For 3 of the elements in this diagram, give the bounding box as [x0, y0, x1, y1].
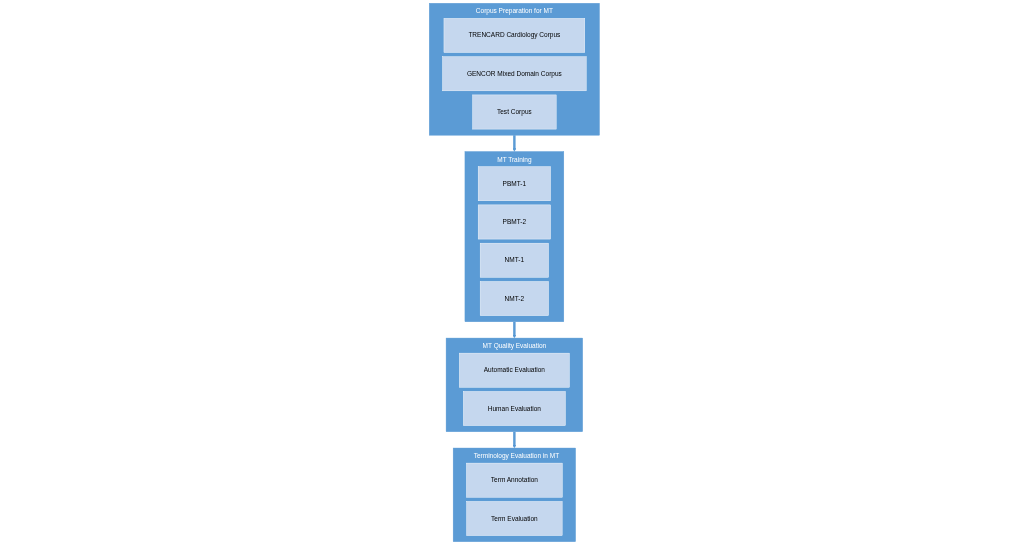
arrow — [512, 321, 517, 339]
arrow — [512, 135, 517, 152]
arrow — [512, 431, 517, 449]
